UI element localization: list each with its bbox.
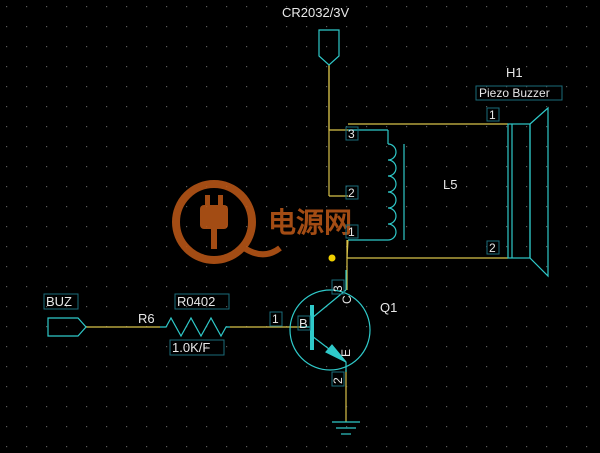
inductor-pin2: 2 <box>348 186 355 200</box>
resistor-value: 1.0K/F <box>172 340 210 355</box>
transistor-collector-label: C <box>340 295 354 304</box>
inductor-pin1: 1 <box>348 225 355 239</box>
watermark: 电源网 <box>172 180 352 264</box>
buzzer-name: Piezo Buzzer <box>479 86 550 100</box>
inductor-pin3: 3 <box>348 127 355 141</box>
resistor-designator: R6 <box>138 311 155 326</box>
wires <box>86 64 508 422</box>
transistor-base-pin: 1 <box>272 312 279 326</box>
net-port-buz[interactable] <box>47 317 87 337</box>
buzzer-pin2: 2 <box>489 241 496 255</box>
resistor-package: R0402 <box>177 294 215 309</box>
power-port-label: CR2032/3V <box>282 5 350 20</box>
resistor-r6-symbol[interactable] <box>160 316 230 338</box>
transistor-collector-pin: 3 <box>331 285 345 292</box>
watermark-text: 电源网 <box>268 206 352 239</box>
power-port-cr2032[interactable] <box>318 29 340 66</box>
inductor-l5-coil[interactable] <box>348 129 405 241</box>
piezo-buzzer-symbol[interactable] <box>507 106 549 278</box>
transistor-base-label: B <box>299 316 308 331</box>
buzzer-pin1: 1 <box>489 108 496 122</box>
transistor-emitter-pin: 2 <box>331 377 345 384</box>
junction-dot <box>328 254 336 262</box>
plug-logo-icon <box>172 180 282 264</box>
transistor-designator: Q1 <box>380 300 397 315</box>
inductor-designator: L5 <box>443 177 457 192</box>
ground-symbol[interactable] <box>332 421 360 435</box>
grid-dots <box>6 6 588 448</box>
net-port-label: BUZ <box>46 294 72 309</box>
transistor-emitter-label: E <box>339 349 353 357</box>
transistor-q1-symbol[interactable] <box>289 270 371 372</box>
buzzer-designator: H1 <box>506 65 523 80</box>
